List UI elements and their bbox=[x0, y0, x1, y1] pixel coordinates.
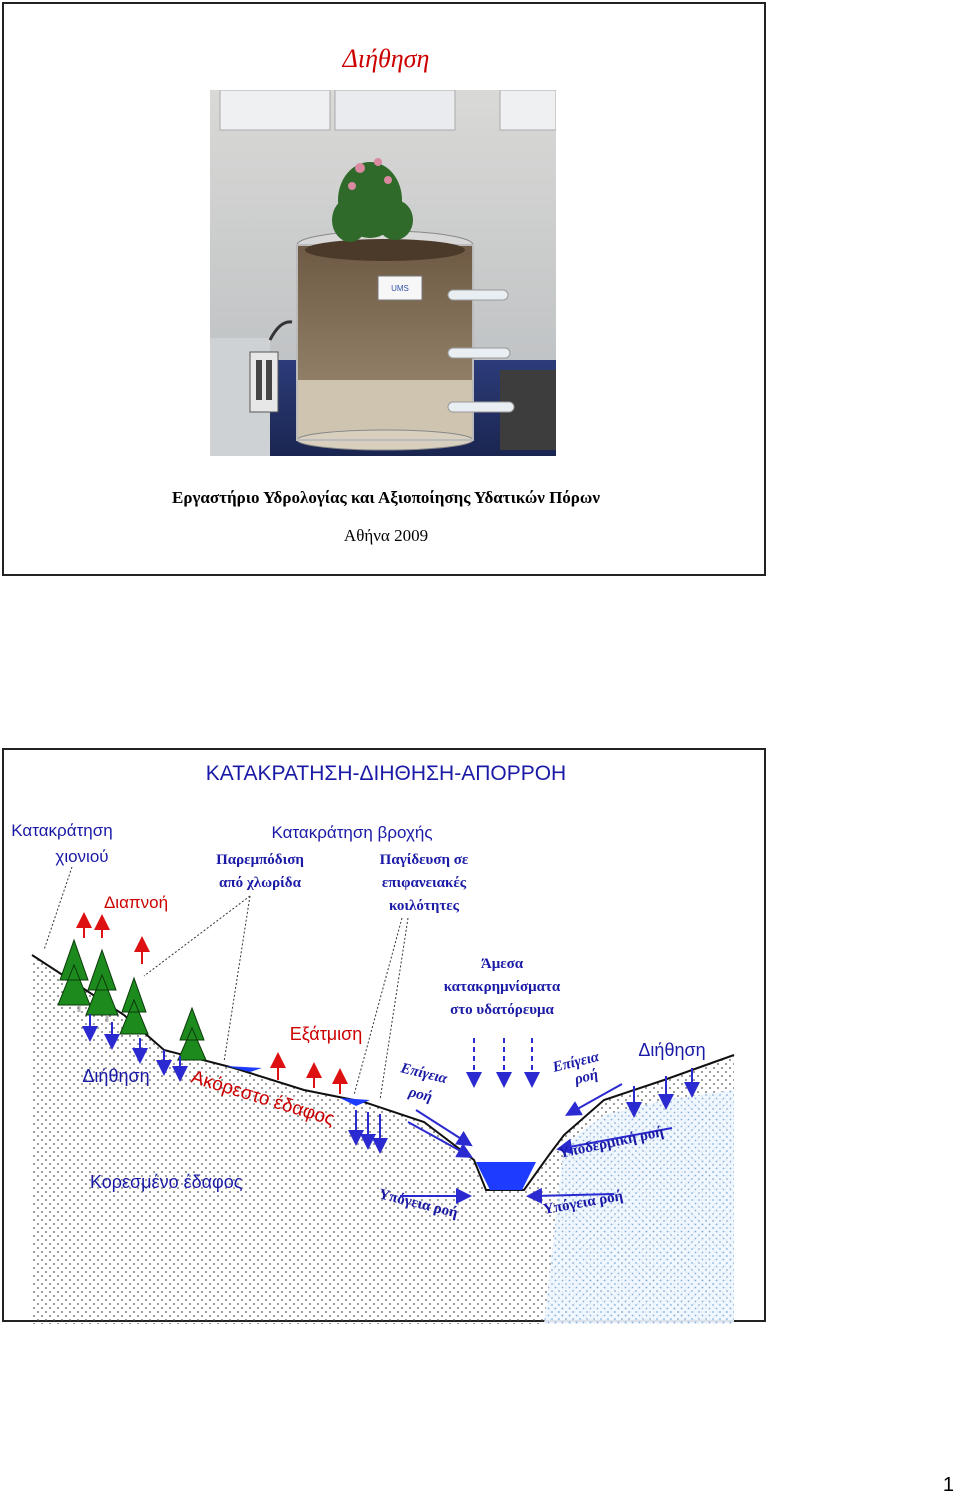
snow-retention-line1: Κατακράτηση bbox=[11, 821, 112, 840]
direct-precipitation-line1: Άμεσα bbox=[481, 956, 524, 972]
surface-flow-left-line2: ροή bbox=[406, 1084, 434, 1105]
slide-retention-infiltration-runoff: ΚΑΤΑΚΡΑΤΗΣΗ-ΔΙΗΘΗΣΗ-ΑΠΟΡΡΟΗ Κατακράτηση … bbox=[2, 748, 766, 1322]
direct-precipitation-line2: κατακρημνίσματα bbox=[444, 979, 561, 995]
slide-infiltration-title: Διήθηση bbox=[2, 2, 766, 576]
vegetation-interception-line1: Παρεμπόδιση bbox=[216, 852, 304, 868]
page-number: 1 bbox=[943, 1474, 954, 1497]
infiltration-right-label: Διήθηση bbox=[638, 1040, 705, 1060]
evaporation-label: Εξάτμιση bbox=[290, 1024, 363, 1044]
hydrology-diagram: ΚΑΤΑΚΡΑΤΗΣΗ-ΔΙΗΘΗΣΗ-ΑΠΟΡΡΟΗ Κατακράτηση … bbox=[4, 750, 768, 1324]
transpiration-label: Διαπνοή bbox=[104, 893, 168, 912]
slide-title: Διήθηση bbox=[4, 44, 768, 74]
lysimeter-photo: UMS bbox=[210, 90, 556, 456]
slide-title: ΚΑΤΑΚΡΑΤΗΣΗ-ΔΙΗΘΗΣΗ-ΑΠΟΡΡΟΗ bbox=[206, 762, 566, 785]
infiltration-left-label: Διήθηση bbox=[82, 1066, 149, 1086]
lab-caption: Εργαστήριο Υδρολογίας και Αξιοποίησης Υδ… bbox=[4, 488, 768, 508]
saturated-soil-label: Κορεσμένο έδαφος bbox=[90, 1172, 243, 1192]
direct-precipitation-line3: στο υδατόρευμα bbox=[450, 1002, 554, 1018]
rain-retention-label: Κατακράτηση βροχής bbox=[271, 823, 432, 842]
photo-label: UMS bbox=[391, 284, 409, 293]
depression-storage-line1: Παγίδευση σε bbox=[380, 852, 469, 868]
depression-storage-line3: κοιλότητες bbox=[389, 898, 460, 914]
depression-storage-line2: επιφανειακές bbox=[382, 875, 467, 891]
surface-flow-left-line1: Επίγεια bbox=[398, 1060, 449, 1087]
snow-retention-line2: χιονιού bbox=[55, 847, 108, 866]
location-year: Αθήνα 2009 bbox=[4, 526, 768, 546]
vegetation-interception-line2: από χλωρίδα bbox=[219, 875, 302, 891]
